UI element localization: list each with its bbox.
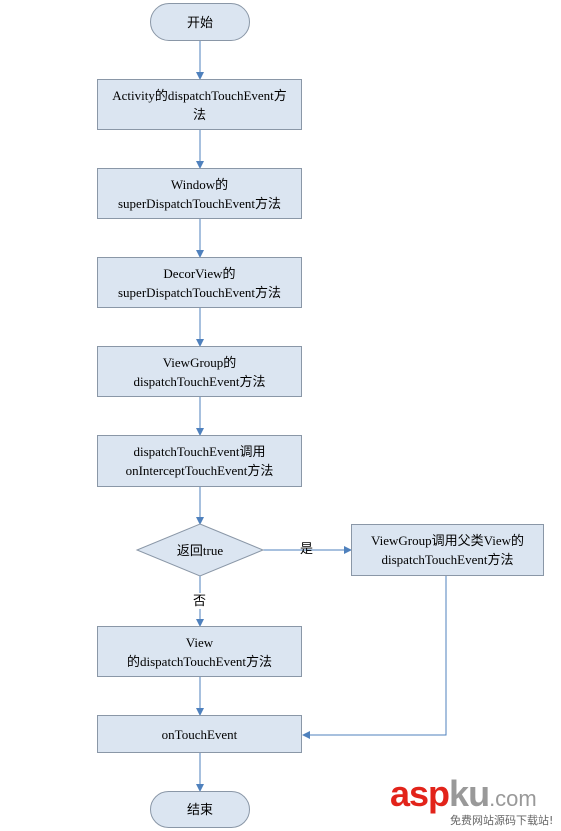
step-parent-view-line2: dispatchTouchEvent方法 [381, 552, 514, 567]
yes-label: 是 [300, 541, 314, 556]
decision-label-box: 返回true [137, 540, 263, 560]
step-parent-view-line1: ViewGroup调用父类View的 [371, 533, 524, 548]
step-activity-dispatch: Activity的dispatchTouchEvent方 法 [97, 79, 302, 130]
step-viewgroup-dispatch: ViewGroup的 dispatchTouchEvent方法 [97, 346, 302, 397]
decision-diamond [135, 523, 265, 577]
step-viewgroup-line1: ViewGroup的 [162, 354, 237, 370]
aspku-logo: aspku.com [390, 776, 537, 817]
step-ontouchevent: onTouchEvent [97, 715, 302, 753]
step-window-line1: Window的 [170, 176, 229, 192]
step-intercept-line1: dispatchTouchEvent调用 [133, 444, 266, 459]
connector-yesbranch-ontouch [302, 576, 447, 739]
step-view-line2: 的dispatchTouchEvent方法 [127, 653, 272, 669]
step-decorview-superdispatch: DecorView的 superDispatchTouchEvent方法 [97, 257, 302, 308]
start-label: 开始 [186, 14, 213, 30]
step-intercept-line2: onInterceptTouchEvent方法 [125, 463, 274, 478]
no-label: 否 [193, 593, 207, 609]
step-view-dispatch: View 的dispatchTouchEvent方法 [97, 626, 302, 677]
step-window-line2: superDispatchTouchEvent方法 [118, 195, 281, 211]
watermark-tagline: 免费网站源码下载站! [450, 814, 554, 827]
end-node: 结束 [150, 791, 250, 828]
logo-suffix-text: .com [489, 786, 537, 811]
step-window-superdispatch: Window的 superDispatchTouchEvent方法 [97, 168, 302, 219]
step-ontouchevent-label: onTouchEvent [161, 726, 238, 742]
step-parent-view-dispatch: ViewGroup调用父类View的 dispatchTouchEvent方法 [351, 524, 544, 576]
end-label: 结束 [186, 802, 213, 817]
step-viewgroup-line2: dispatchTouchEvent方法 [133, 373, 266, 389]
logo-gray-text: ku [449, 773, 490, 814]
step-decorview-line1: DecorView的 [163, 265, 236, 281]
step-decorview-line2: superDispatchTouchEvent方法 [118, 284, 281, 300]
logo-red-text: asp [390, 773, 450, 814]
start-node: 开始 [150, 3, 250, 41]
step-view-line1: View [185, 634, 214, 650]
step-activity-line2: 法 [192, 106, 206, 122]
step-intercept: dispatchTouchEvent调用 onInterceptTouchEve… [97, 435, 302, 487]
step-activity-line1: Activity的dispatchTouchEvent方 [112, 87, 287, 103]
decision-label: 返回true [176, 542, 224, 558]
